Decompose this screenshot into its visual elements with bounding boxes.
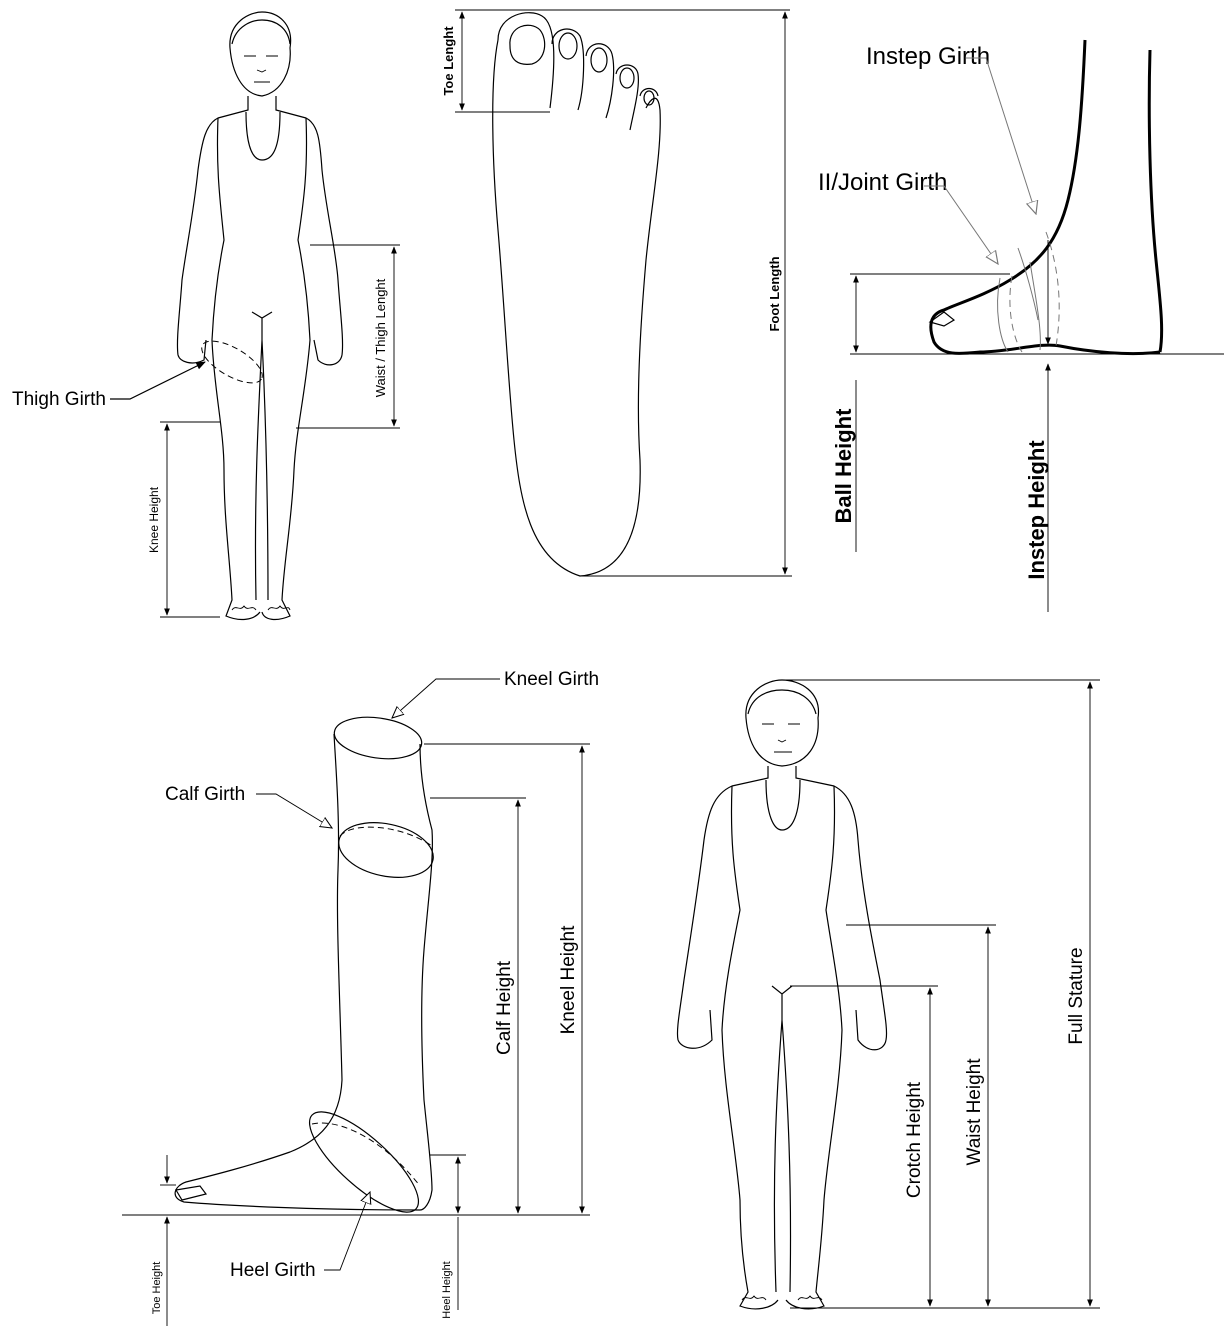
figure-body-front-top [177, 12, 342, 619]
figure-foot-sole [493, 13, 661, 576]
label-full-stature: Full Stature [1066, 947, 1087, 1044]
label-kneel-height: Kneel Height [558, 925, 579, 1035]
label-heel-height: Heel Height [441, 1261, 453, 1318]
label-toe-length: Toe Lenght [441, 26, 456, 96]
label-calf-height: Calf Height [494, 960, 515, 1055]
figure-body-front-bottom [677, 680, 886, 1309]
label-calf-girth: Calf Girth [165, 784, 245, 805]
label-instep-girth: Instep Girth [866, 43, 990, 70]
label-heel-girth: Heel Girth [230, 1260, 316, 1281]
figure-foot-side [930, 40, 1162, 354]
label-toe-height: Toe Height [151, 1262, 163, 1315]
label-kneel-girth: Kneel Girth [504, 669, 599, 690]
label-ball-height: Ball Height [831, 408, 856, 524]
label-joint-girth: II/Joint Girth [818, 169, 947, 196]
label-crotch-height: Crotch Height [904, 1081, 925, 1198]
label-foot-length: Foot Length [767, 256, 782, 331]
label-waist-height: Waist Height [964, 1058, 985, 1166]
label-knee-height-small: Knee Height [147, 486, 161, 553]
label-instep-height: Instep Height [1024, 440, 1049, 580]
label-waist-thigh-length: Waist / Thigh Lenght [373, 278, 388, 397]
label-thigh-girth: Thigh Girth [12, 389, 106, 410]
